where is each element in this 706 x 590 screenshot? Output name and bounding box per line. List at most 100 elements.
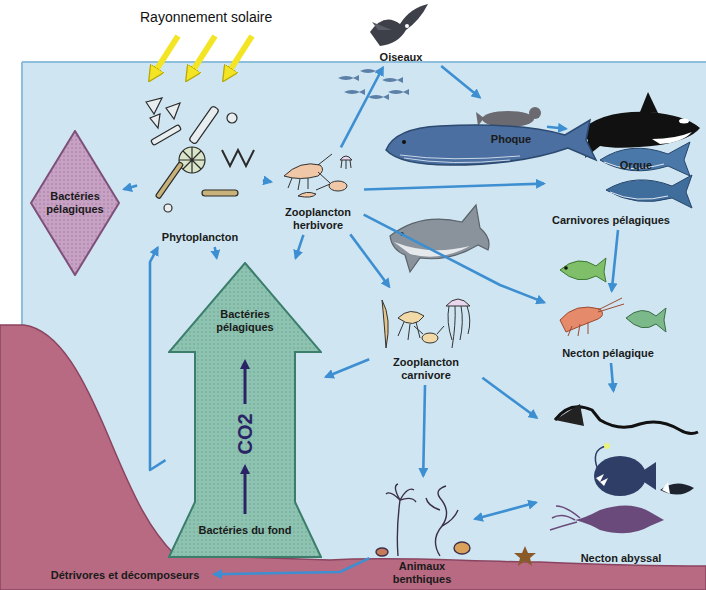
bird-figure-part [405, 24, 409, 28]
node-label: Carnivores pélagiques [552, 214, 670, 227]
herbivore-zooplankton-figure-part [298, 192, 316, 197]
food-chain-arrow [150, 248, 166, 471]
diamond-outline [31, 131, 119, 275]
arrow-outline [169, 263, 321, 557]
node-label: Phoque [491, 133, 531, 146]
phytoplankton-figure-part [164, 204, 172, 212]
food-chain-arrow [611, 363, 613, 391]
carnivore-zooplankton-figure-part [448, 306, 470, 348]
phytoplankton-figure-part [179, 147, 205, 173]
phytoplankton-figure-part [202, 190, 238, 196]
carnivore-zooplankton-figure [382, 299, 470, 348]
node-label: Oiseaux [380, 51, 423, 64]
phytoplankton-figure-part [179, 147, 205, 173]
sun-rays [153, 36, 252, 75]
abyssal-nekton-figure-part [662, 482, 670, 494]
herbivore-zooplankton-figure-part [284, 164, 323, 179]
whale-figure [386, 120, 596, 165]
co2-flow-arrow [244, 469, 247, 514]
food-chain-arrow [547, 127, 566, 129]
sea-floor [0, 325, 706, 590]
organism-group: Animaux benthiques [372, 480, 472, 586]
sun-label: Rayonnement solaire [140, 8, 272, 26]
pelagic-nekton-figure-part [626, 308, 666, 332]
abyssal-nekton-figure-part [595, 446, 606, 470]
whale-figure-part [402, 140, 406, 144]
node-label: Bactéries du fond [199, 524, 292, 537]
sea-star-figure [514, 546, 536, 566]
green-fish-figure [560, 258, 606, 282]
node-label: Détrivores et décomposeurs [51, 569, 200, 582]
food-chain-arrow [350, 234, 389, 286]
sea-edge [21, 62, 23, 330]
fish-school-part [368, 94, 389, 100]
benthic-animals-figure-part [435, 486, 446, 556]
node-label: Zooplancton carnivore [386, 356, 466, 382]
food-chain-arrow [475, 503, 536, 519]
bird-figure-part [372, 22, 392, 30]
pelagic-nekton-figure-part [598, 298, 624, 312]
food-chain-arrow [296, 235, 304, 258]
green-fish-figure-part [564, 266, 568, 270]
node-label: Phytoplancton [162, 231, 238, 244]
food-chain-arrow [423, 385, 425, 476]
phytoplankton-figure [146, 98, 254, 212]
abyssal-nekton-figure-part [594, 456, 646, 496]
carnivore-zooplankton-figure-part [446, 299, 470, 306]
tuna-figure [600, 142, 692, 208]
sea-surface [22, 61, 706, 63]
fish-school-part [338, 75, 359, 81]
food-chain-arrow [341, 68, 383, 148]
seal-figure-part [529, 107, 541, 119]
co2-label: CO2 [233, 413, 257, 454]
food-chain-arrow [482, 378, 536, 418]
arrow-shape [168, 262, 322, 558]
abyssal-nekton-figure-part [596, 474, 608, 486]
bird-figure [370, 4, 428, 46]
fish-school-part [360, 68, 381, 74]
fish-school-part [382, 77, 403, 83]
organism-group: Carnivores pélagiques [548, 135, 698, 227]
herbivore-zooplankton-figure-part [340, 156, 352, 160]
bacteria-arrow: Bactéries pélagiquesCO2Bactéries du fond [168, 262, 322, 558]
orca-figure-part [640, 92, 658, 113]
organism-group: Oiseaux [360, 2, 442, 64]
green-fish-figure-part [560, 258, 606, 282]
pelagic-nekton-figure [560, 298, 666, 336]
food-chain-arrow [215, 247, 217, 258]
carnivore-zooplankton-figure-part [414, 326, 444, 334]
fish-school-part [388, 89, 409, 95]
organism-group: Orque [570, 100, 702, 172]
phytoplankton-figure-part [166, 103, 180, 119]
carnivore-zooplankton-figure-part [398, 322, 420, 340]
phytoplankton-figure-part [151, 124, 182, 145]
seal-figure-part [476, 112, 484, 126]
node-label: Orque [620, 159, 652, 172]
herbivore-zooplankton-figure-part [316, 172, 330, 190]
abyssal-nekton-figure-part [604, 443, 610, 449]
phytoplankton-figure-part [155, 162, 183, 199]
benthic-animals-figure [376, 484, 470, 556]
organism-group: Détrivores et décomposeurs [40, 566, 210, 586]
node-label: Bactéries pélagiques [39, 190, 111, 216]
herbivore-zooplankton-figure [284, 154, 352, 197]
phytoplankton-figure-part [222, 150, 254, 166]
organism-group: Zooplancton herbivore [275, 150, 361, 232]
phytoplankton-figure-part [227, 113, 237, 123]
organism-group: Necton abyssal [540, 395, 702, 565]
fish-school-part [344, 89, 365, 95]
node-label: Zooplancton herbivore [278, 206, 358, 232]
whale-figure-part [400, 155, 520, 159]
organism-group: Phoque [478, 100, 544, 146]
benthic-animals-figure-part [454, 542, 470, 554]
pelagic-nekton-figure-part [560, 307, 603, 332]
food-chain-arrow [124, 186, 137, 190]
benthic-animals-figure-part [426, 498, 458, 526]
food-chain-arrow [263, 180, 271, 182]
herbivore-zooplankton-figure-part [341, 160, 351, 169]
node-label: Necton abyssal [581, 552, 662, 565]
node-label: Bactéries pélagiques [203, 308, 287, 334]
